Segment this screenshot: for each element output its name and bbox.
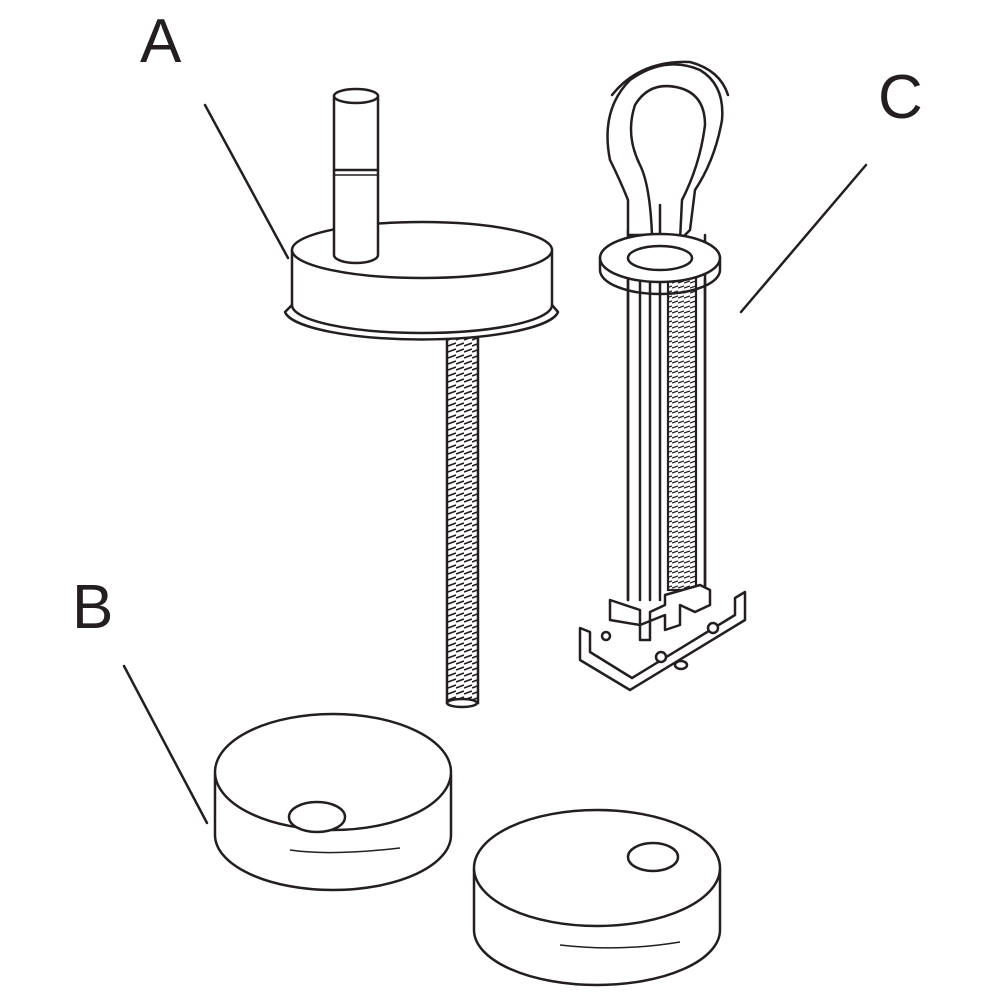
disc-top	[290, 220, 554, 280]
label-c: C	[878, 63, 923, 132]
cap-hole	[287, 800, 347, 834]
part-c-clip-anchor	[578, 60, 747, 692]
clip-loop	[606, 63, 724, 242]
cap-hole	[626, 841, 680, 873]
leader-line-b	[122, 664, 209, 825]
label-a: A	[140, 7, 182, 76]
pin	[332, 94, 380, 265]
u-bracket	[578, 590, 747, 692]
leader-line-c	[739, 163, 868, 314]
part-b-cover-cap-left	[213, 712, 453, 892]
threaded-rod	[445, 333, 480, 705]
part-b-cover-cap-right	[472, 808, 722, 987]
part-a-bolt-disc	[283, 87, 560, 709]
leader-line-a	[203, 103, 290, 260]
label-b: B	[72, 573, 113, 642]
